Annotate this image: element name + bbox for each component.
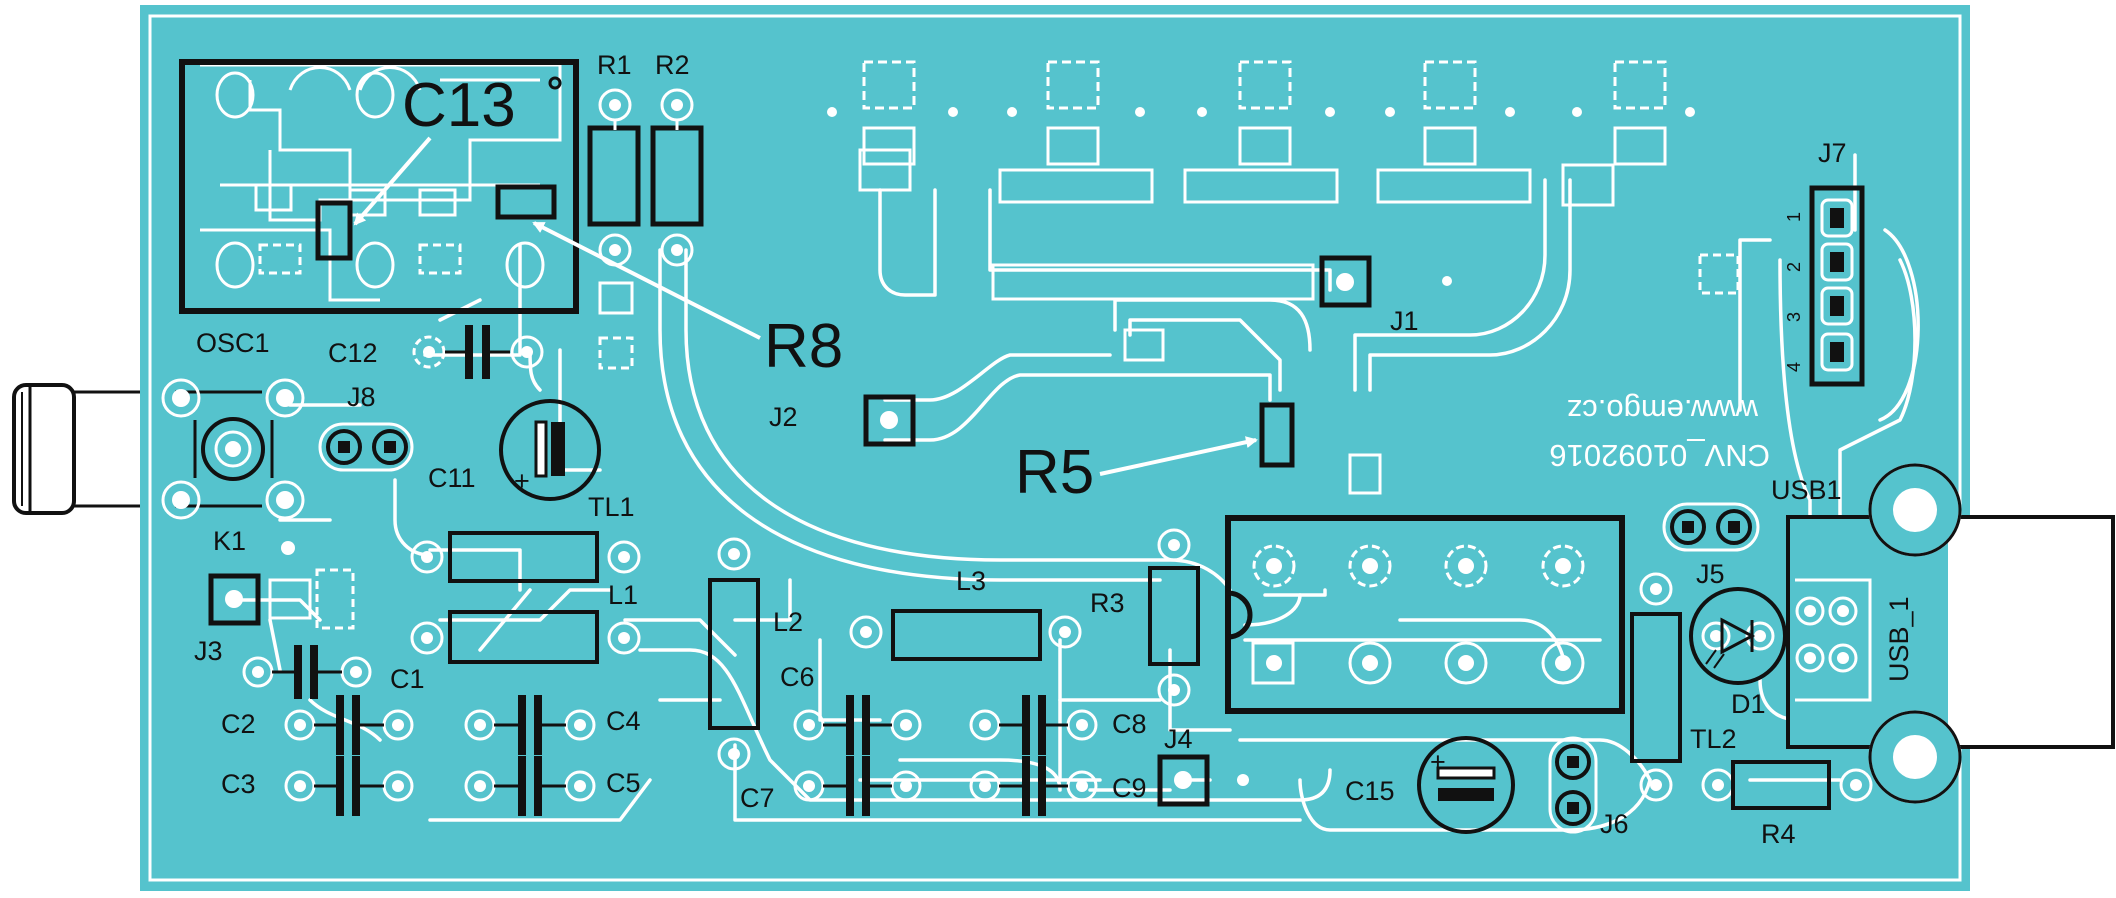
label-c2: C2: [221, 709, 256, 739]
label-c8: C8: [1112, 709, 1147, 739]
j7-pin-1: 1: [1784, 212, 1804, 222]
c6-capacitor: [793, 695, 922, 755]
label-c4: C4: [606, 706, 641, 736]
label-l1: L1: [608, 580, 638, 610]
c12-capacitor: [412, 325, 544, 379]
j1-pad: [1319, 255, 1372, 308]
label-j8: J8: [347, 382, 376, 412]
label-j6: J6: [1600, 809, 1629, 839]
c13-callout-label: C13: [402, 71, 516, 140]
label-tl1: TL1: [588, 492, 635, 522]
j3-pad: [208, 573, 261, 626]
c11-electrolytic: [499, 399, 601, 501]
tl2-inductor: [1630, 572, 1682, 802]
rf-cage-pads: [215, 71, 545, 289]
c15-electrolytic: [1417, 736, 1515, 834]
mirrored-url-group: www.emgo.cz: [1567, 393, 1759, 428]
label-c12: C12: [328, 338, 378, 368]
label-c6: C6: [780, 662, 815, 692]
label-j4: J4: [1164, 724, 1193, 754]
ic-dip8: [1225, 515, 1625, 714]
rf-shield-outline: [179, 59, 579, 314]
d1-led: [1689, 587, 1787, 685]
j7-pin-4: 4: [1784, 362, 1804, 372]
label-l3: L3: [956, 566, 986, 596]
j8-header: [318, 422, 414, 472]
c15-polarity: +: [1430, 747, 1446, 777]
label-l2: L2: [773, 607, 803, 637]
r1-r2-resistors: [587, 88, 704, 370]
mirrored-url: www.emgo.cz: [1567, 393, 1759, 428]
label-j2: J2: [769, 402, 798, 432]
usb-connector: [1786, 463, 2115, 804]
r8-package: [495, 184, 557, 220]
k1-bnc-connector: [12, 378, 305, 520]
r8-callout-label: R8: [764, 312, 843, 381]
l1-inductor: [410, 610, 641, 664]
label-usb1: USB1: [1771, 475, 1842, 505]
label-c5: C5: [606, 768, 641, 798]
c1-capacitor: [242, 645, 372, 699]
c9-capacitor: [969, 756, 1098, 816]
c8-capacitor: [969, 695, 1098, 755]
label-j7: J7: [1818, 138, 1847, 168]
c13-package: [315, 200, 353, 261]
board-outline: [148, 14, 1962, 882]
r5-callout-label: R5: [1015, 438, 1094, 507]
label-d1: D1: [1731, 689, 1766, 719]
j4-pad: [1157, 754, 1210, 807]
label-tl2: TL2: [1690, 724, 1737, 754]
l3-inductor: [849, 609, 1082, 661]
top-smd-pad-row: [858, 60, 1740, 362]
copper-traces: [233, 153, 1920, 832]
r4-resistor: [1701, 760, 1873, 810]
l2-inductor: [708, 537, 760, 771]
r5-callout-arrow: [1099, 436, 1258, 476]
label-r4: R4: [1761, 819, 1796, 849]
label-r1: R1: [597, 50, 632, 80]
c7-capacitor: [793, 756, 922, 816]
j7-pin-3: 3: [1784, 312, 1804, 322]
c2-capacitor: [284, 695, 414, 755]
label-c9: C9: [1112, 773, 1147, 803]
label-osc1: OSC1: [196, 328, 270, 358]
c4-capacitor: [464, 695, 596, 755]
top-via-dots: [281, 107, 1695, 786]
label-j5: J5: [1696, 559, 1725, 589]
label-c15: C15: [1345, 776, 1395, 806]
label-c3: C3: [221, 769, 256, 799]
label-k1: K1: [213, 526, 246, 556]
r3-resistor: [1148, 528, 1200, 707]
label-j3: J3: [194, 636, 223, 666]
j7-header: [1809, 185, 1865, 387]
c13-callout-arrow: [353, 136, 432, 226]
label-r2: R2: [655, 50, 690, 80]
j5-header: [1662, 502, 1760, 552]
j6-header: [1548, 736, 1598, 834]
c11-polarity: +: [514, 466, 530, 496]
mirrored-code: CNV_01092016: [1549, 438, 1770, 473]
j2-pad: [863, 394, 916, 447]
label-usb_1: USB_1: [1884, 596, 1914, 682]
r5-package: [1259, 402, 1295, 468]
c3-capacitor: [284, 756, 414, 816]
label-c1: C1: [390, 664, 425, 694]
label-r3: R3: [1090, 588, 1125, 618]
label-c7: C7: [740, 783, 775, 813]
j7-pin-2: 2: [1784, 262, 1804, 272]
label-j1: J1: [1390, 306, 1419, 336]
r8-callout-arrow: [532, 221, 761, 340]
tl1-inductor: [410, 531, 641, 583]
c5-capacitor: [464, 756, 596, 816]
label-c11: C11: [428, 463, 476, 493]
mirrored-code-group: CNV_01092016: [1549, 438, 1770, 473]
